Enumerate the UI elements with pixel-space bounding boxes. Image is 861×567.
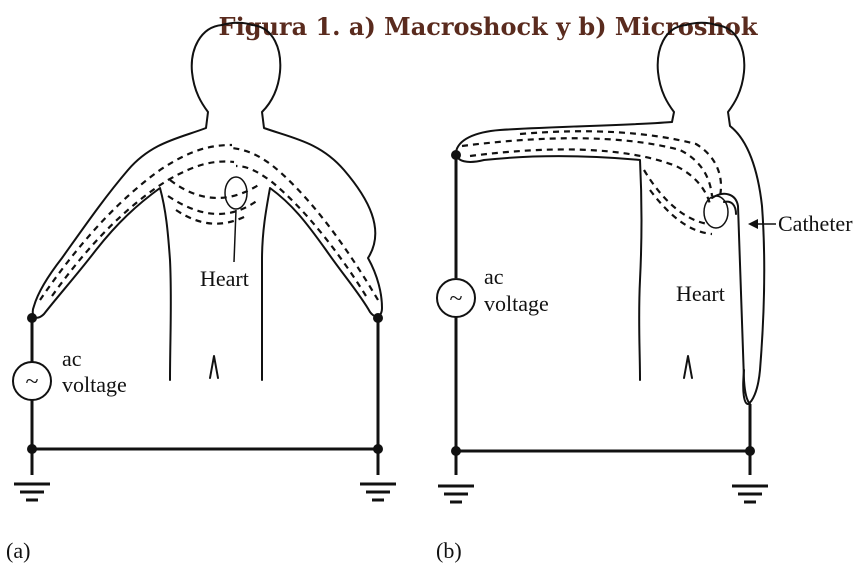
panel-a-node-left-hand (27, 313, 37, 323)
panel-a-node-bottom-right (373, 444, 383, 454)
panel-b-body-outline (456, 25, 764, 404)
panel-b-current-arm-1 (462, 138, 712, 196)
panel-a-ground-right-icon (360, 484, 396, 500)
panel-a-source-label-voltage: voltage (62, 372, 127, 397)
panel-a-leg-mark (210, 356, 218, 378)
panel-a-node-right-hand (373, 313, 383, 323)
panel-b-node-bottom-right (745, 446, 755, 456)
panel-b-leg-mark (684, 356, 692, 378)
panel-b-node-hand (451, 150, 461, 160)
panel-b: Heart Catheter ~ ac voltage (b) (436, 23, 853, 563)
panel-a-heart-label: Heart (200, 266, 249, 291)
panel-a-ac-symbol: ~ (26, 369, 39, 395)
panel-b-source-label-ac: ac (484, 264, 504, 289)
panel-a-node-bottom-left (27, 444, 37, 454)
panel-b-catheter-arrow-icon (748, 219, 758, 229)
panel-a-body-outline (33, 25, 382, 380)
panel-b-ac-symbol: ~ (450, 286, 463, 312)
panel-b-caption: (b) (436, 538, 462, 563)
panel-b-catheter-label: Catheter (778, 211, 853, 236)
panel-b-source-label-voltage: voltage (484, 291, 549, 316)
panel-b-ground-right-icon (732, 486, 768, 502)
panel-a: Heart ~ ac voltage (a) (6, 23, 396, 563)
panel-a-ground-left-icon (14, 484, 50, 500)
panel-b-heart-label: Heart (676, 281, 725, 306)
panel-b-heart-outline (704, 196, 728, 228)
panel-b-current-chest-1 (644, 170, 708, 224)
panel-a-heart-leader (234, 210, 236, 262)
panel-a-caption: (a) (6, 538, 30, 563)
panel-b-node-bottom-left (451, 446, 461, 456)
panel-b-ground-left-icon (438, 486, 474, 502)
panel-a-source-label-ac: ac (62, 346, 82, 371)
